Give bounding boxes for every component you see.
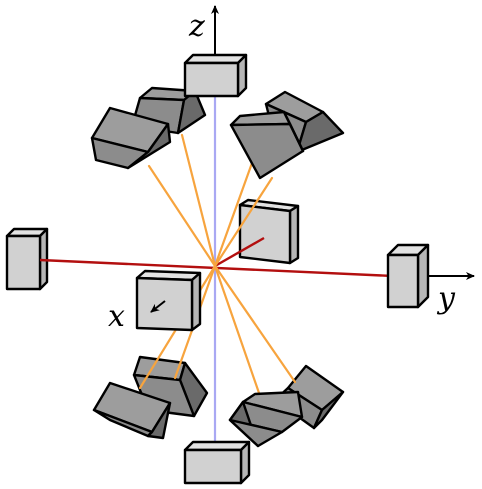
light-box-top: [183, 53, 248, 98]
dark-box-top-right-front: [229, 110, 305, 180]
light-box-right: [386, 243, 430, 309]
dark-box-bottom-left-back: [132, 355, 209, 418]
light-box-back-right: [238, 198, 300, 265]
ray: [213, 264, 297, 384]
ray: [213, 161, 254, 268]
x-axis-label: x: [108, 299, 125, 334]
dark-box-top-left-front: [90, 106, 172, 170]
ray: [147, 164, 217, 268]
x-direction-arrow-icon: [150, 300, 166, 313]
z-axis-label: z: [188, 9, 205, 44]
rays: [138, 133, 297, 395]
x-axis: [214, 236, 265, 268]
y-axis-label: y: [436, 281, 456, 316]
ray: [213, 264, 261, 395]
light-box-x: [135, 269, 202, 332]
light-box-bottom: [183, 440, 251, 485]
ray: [213, 176, 274, 268]
ray: [180, 133, 217, 268]
dark-box-bottom-right-front: [228, 390, 304, 448]
dark-box-bottom-left-front: [92, 381, 172, 440]
